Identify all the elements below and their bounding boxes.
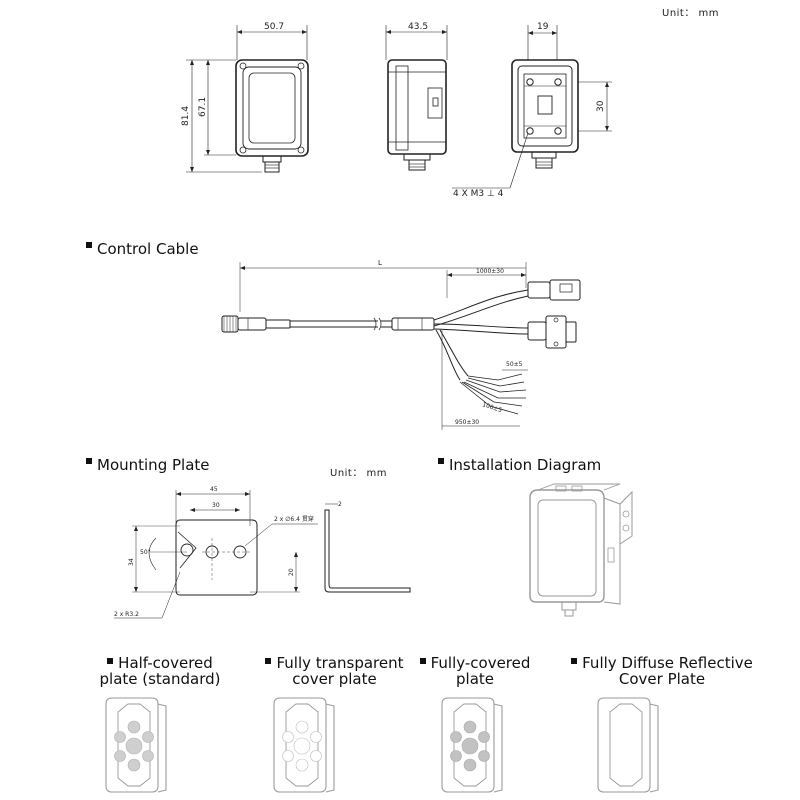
control-cable-heading: Control Cable [86, 240, 199, 258]
plate-option-4-caption: Fully Diffuse Reflective Cover Plate [562, 655, 762, 687]
bullet-square-icon [438, 458, 444, 464]
side-depth-label: 43.5 [408, 22, 428, 32]
plate-height-label: 34 [128, 558, 135, 566]
plate-option-2-caption: Fully transparent cover plate [252, 655, 417, 687]
mounting-plate-drawing: 45 30 2 x ∅6.4 贯穿 2 34 50° 20 2 x R3.2 [114, 486, 411, 619]
wire-length-a-label: 50±5 [506, 361, 523, 368]
back-view [452, 25, 612, 189]
bullet-square-icon [86, 242, 92, 248]
front-inner-height-label: 67.1 [198, 97, 208, 117]
branch-length-label: 1000±30 [476, 268, 504, 275]
holes-spec-label: 2 x ∅6.4 贯穿 [274, 515, 314, 523]
radius-label: 2 x R3.2 [114, 611, 139, 618]
unit-label: Unit： mm [662, 8, 720, 19]
front-view [186, 25, 309, 173]
cover-plates-drawing [105, 697, 659, 793]
cable-drawing: L 1000±30 50±5 100±5 950±30 [221, 259, 581, 430]
bullet-square-icon [86, 458, 92, 464]
front-width-label: 50.7 [264, 22, 284, 32]
bullet-square-icon [265, 658, 272, 664]
diffuse-reflective-plate [597, 697, 659, 793]
slot-angle-label: 50° [140, 549, 151, 556]
mounting-unit-label: Unit： mm [330, 468, 388, 479]
installation-diagram-heading: Installation Diagram [438, 456, 601, 474]
camera-views-drawing: 50.7 81.4 67.1 43.5 [181, 22, 612, 199]
back-top-label: 19 [537, 22, 549, 32]
plate-thickness-label: 2 [338, 501, 342, 508]
hole-offset-label: 20 [288, 568, 295, 576]
fully-transparent-plate [273, 697, 335, 793]
cable-length-label: L [378, 259, 382, 267]
plate-option-3-caption: Fully-covered plate [405, 655, 545, 687]
screw-spec-label: 4 X M3 ⊥ 4 [453, 189, 504, 199]
front-height-label: 81.4 [181, 106, 191, 126]
side-view [385, 25, 448, 171]
hole-spacing-label: 30 [212, 502, 220, 509]
bullet-square-icon [571, 658, 578, 664]
mounting-plate-heading: Mounting Plate [86, 456, 210, 474]
plate-width-label: 45 [210, 486, 218, 493]
fully-covered-plate [441, 697, 503, 793]
bullet-square-icon [419, 658, 426, 664]
installation-drawing [529, 483, 633, 617]
plate-option-1-caption: Half-covered plate (standard) [99, 654, 221, 688]
wire-length-c-label: 950±30 [455, 419, 479, 426]
back-right-label: 30 [596, 100, 606, 112]
half-covered-plate [105, 697, 167, 793]
bullet-square-icon [107, 658, 114, 664]
